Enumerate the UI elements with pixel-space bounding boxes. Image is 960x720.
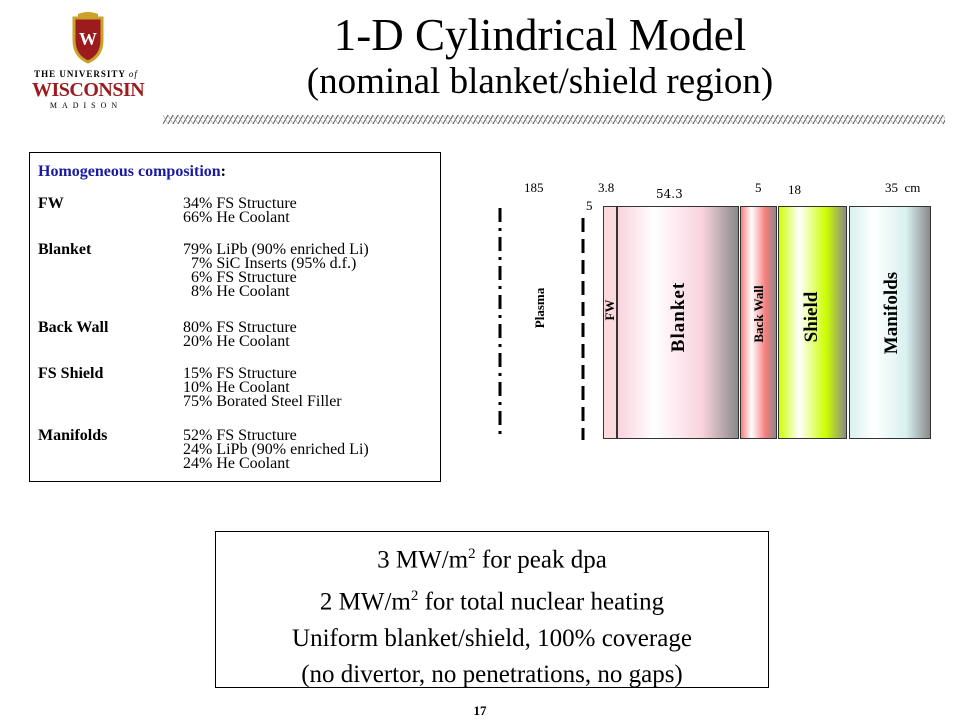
label-back-wall: Back Wall: [751, 285, 766, 343]
summary-line-peak-dpa: 3 MW/m2 for peak dpa: [377, 546, 607, 574]
summary-line-exclusions: (no divertor, no penetrations, no gaps): [301, 660, 683, 688]
summary-line-nuclear-heating: 2 MW/m2 for total nuclear heating: [319, 588, 665, 616]
logo-line-university: THE UNIVERSITY of: [34, 69, 138, 79]
slide-title: 1-D Cylindrical Model: [333, 10, 747, 60]
dim-blanket: 54.3: [656, 187, 683, 201]
layer-shield: [778, 206, 847, 439]
summary-line-coverage: Uniform blanket/shield, 100% coverage: [292, 624, 692, 652]
dim-plasma: 185: [524, 180, 544, 195]
hatched-divider: [163, 115, 945, 124]
label-manifolds: Manifolds: [881, 271, 902, 355]
plasma-boundary-lines: [498, 208, 585, 440]
layer-back-wall: [740, 206, 777, 439]
label-shield: Shield: [801, 291, 822, 343]
composition-heading: Homogeneous composition:: [38, 163, 226, 180]
crest-icon: W: [70, 12, 106, 64]
page-number: 17: [473, 703, 487, 718]
label-plasma: Plasma: [532, 287, 547, 329]
dim-manifolds: 35 cm: [885, 180, 921, 195]
logo-line-wisconsin: WISCONSIN: [32, 79, 145, 101]
slide-subtitle: (nominal blanket/shield region): [306, 61, 774, 102]
university-logo: W THE UNIVERSITY of WISCONSIN MADISON: [30, 12, 145, 110]
composition-box: Homogeneous composition: FW 34% FS Struc…: [29, 152, 441, 482]
logo-line-madison: MADISON: [49, 101, 123, 110]
layer-manifolds: [849, 206, 931, 439]
layer-blanket: [617, 206, 739, 439]
layer-fw: [603, 206, 617, 439]
dim-back-wall: 5: [755, 180, 762, 195]
label-fw: FW: [602, 299, 617, 321]
summary-box: 3 MW/m2 for peak dpa 2 MW/m2 for total n…: [215, 531, 769, 688]
label-blanket: Blanket: [668, 281, 689, 353]
dim-shield: 18: [788, 182, 801, 197]
dim-fw: 3.8: [598, 180, 615, 195]
crest-letter: W: [79, 29, 97, 49]
dim-gap: 5: [586, 198, 593, 213]
